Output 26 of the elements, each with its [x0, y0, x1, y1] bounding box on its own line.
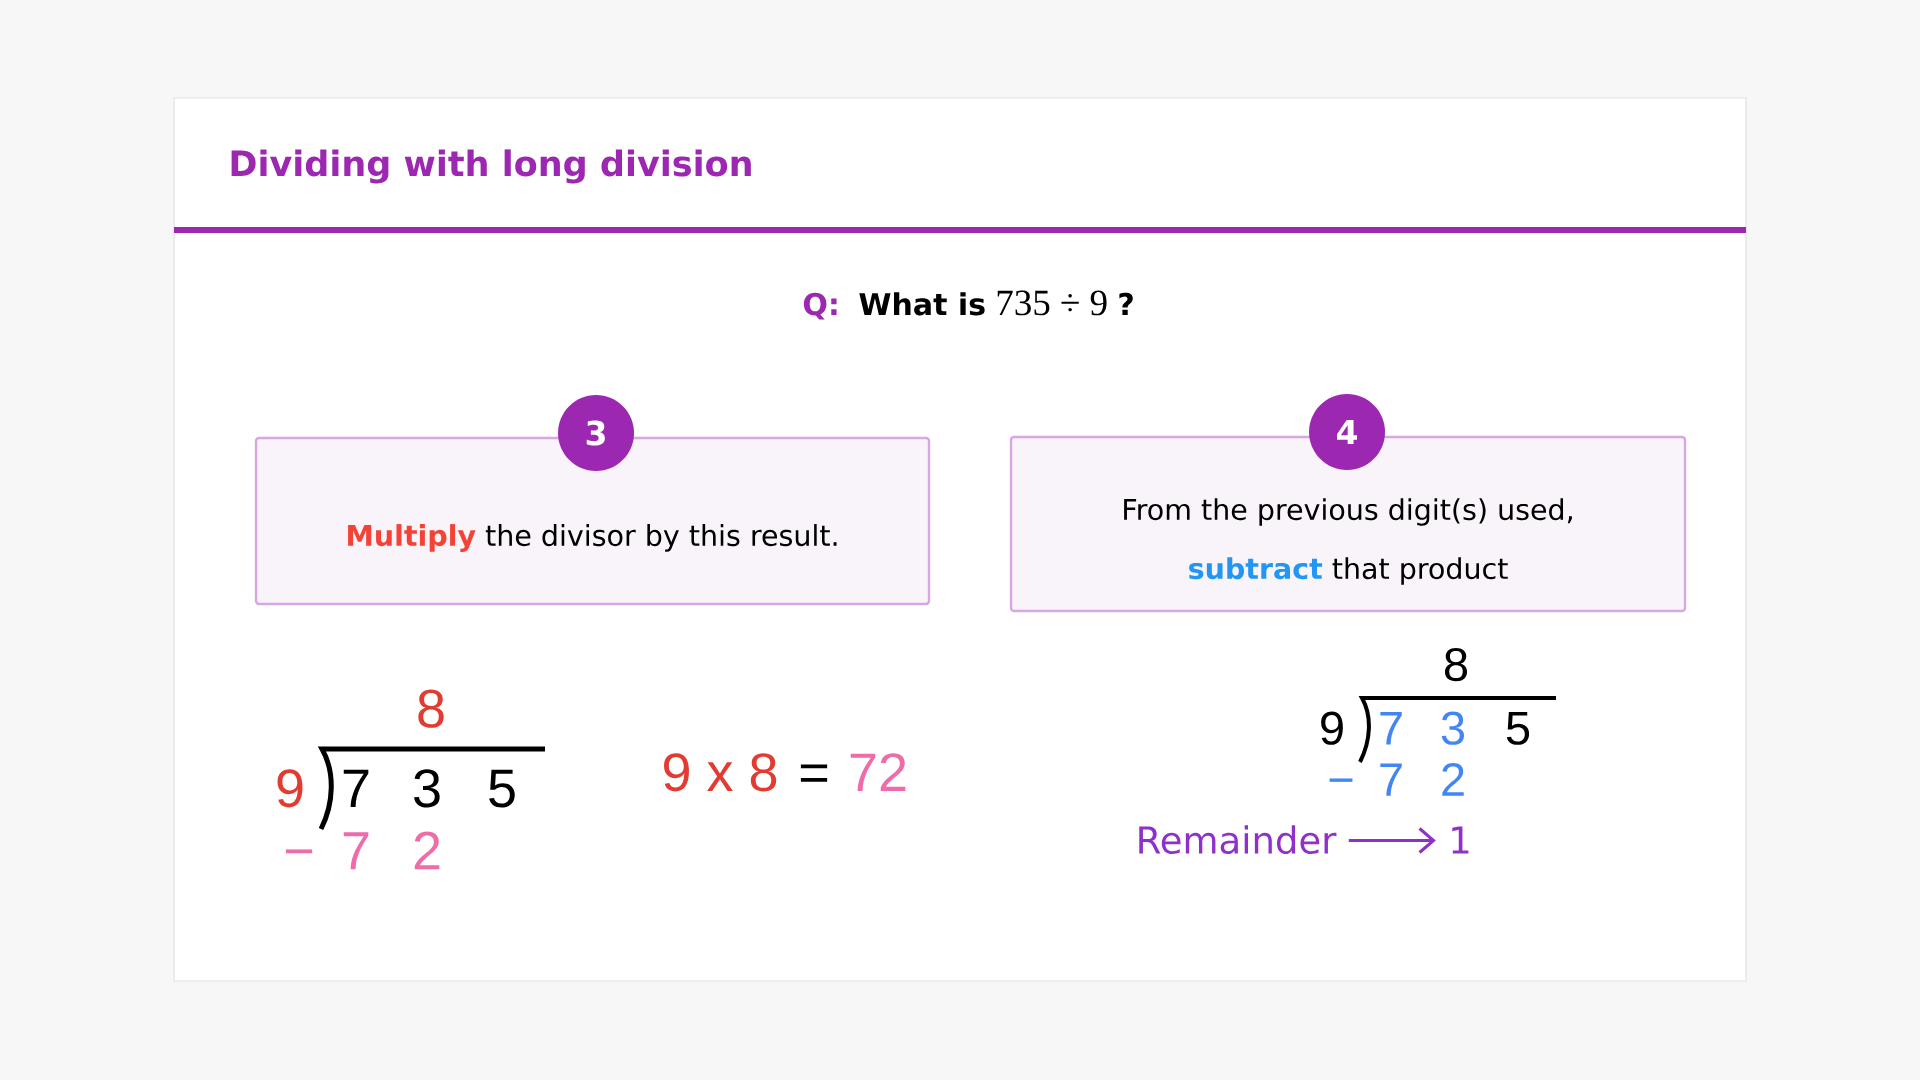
divisor-digit: 9 [1321, 711, 1343, 745]
product-digit: 7 [343, 832, 369, 870]
multiplication-expression: 9 x 8 [664, 753, 777, 792]
arrow [1348, 827, 1436, 854]
quotient-digit: 8 [418, 689, 444, 728]
minus-sign: − [285, 849, 313, 854]
remainder-label: Remainder [1139, 825, 1337, 855]
question-text: What is 735 ÷ 9 ? [859, 290, 1133, 316]
minus-sign: − [1329, 778, 1353, 782]
dividend-digit: 7 [343, 769, 369, 807]
divisor-digit: 9 [277, 769, 303, 808]
dividend-digit: 7 [1380, 712, 1402, 745]
title: Dividing with long division [231, 149, 751, 184]
product-digit: 2 [1442, 763, 1464, 796]
remainder-value: 1 [1452, 826, 1469, 854]
product-digit: 2 [414, 831, 440, 870]
dividend-digit: 5 [1506, 712, 1530, 745]
equals-sign: = [800, 764, 828, 782]
dividend-digit: 3 [414, 769, 440, 808]
product-digit: 7 [1380, 763, 1402, 796]
question-label: Q: [803, 292, 837, 320]
dividend-digit: 3 [1441, 711, 1464, 745]
dividend-digit: 5 [489, 769, 515, 808]
product-value: 72 [850, 753, 906, 791]
number-badge: 4 [1309, 394, 1385, 470]
number-badge: 3 [558, 395, 634, 471]
